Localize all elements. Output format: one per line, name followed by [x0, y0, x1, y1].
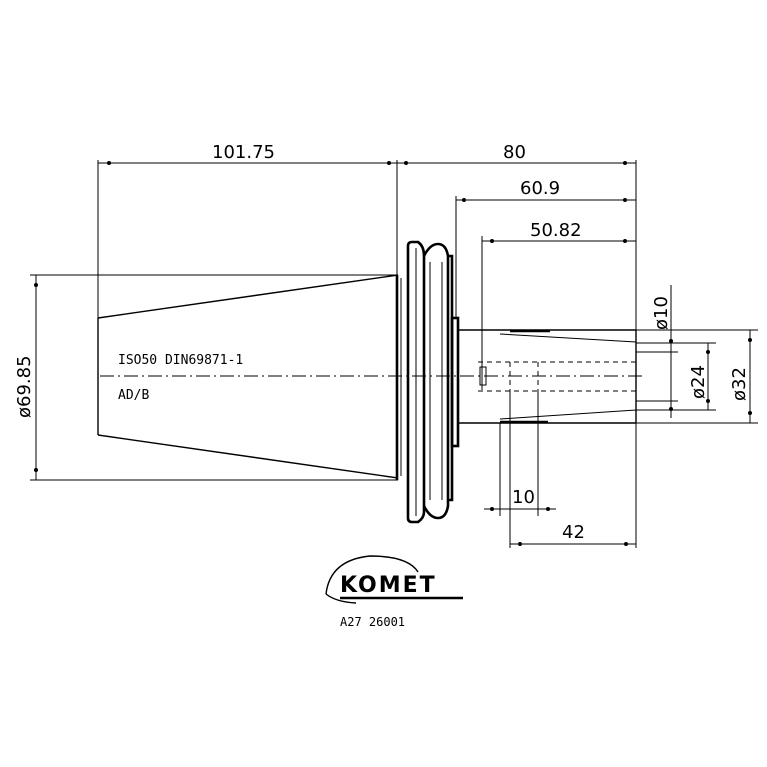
komet-logo: KOMET A27 26001 — [325, 555, 463, 629]
dim-label-bore-len: 42 — [562, 522, 585, 543]
note-form: AD/B — [118, 388, 149, 403]
logo-brand: KOMET — [340, 573, 437, 598]
dim-short-len: 10 — [484, 391, 556, 516]
dim-to-shoulder: 60.9 — [455, 178, 636, 318]
dim-bore-mid: ø24 — [636, 342, 716, 411]
dim-bore-len: 42 — [509, 391, 637, 548]
dim-label-bore-mid: ø24 — [688, 365, 709, 399]
dim-to-face: 50.82 — [481, 220, 636, 390]
dim-overall-right: 80 — [397, 142, 637, 330]
dim-label-short-len: 10 — [512, 487, 535, 508]
dim-overall-left: 101.75 — [97, 142, 398, 318]
dim-flange-dia: ø69.85 — [14, 274, 398, 481]
note-standard: ISO50 DIN69871-1 — [118, 353, 243, 368]
logo-part-number: A27 26001 — [340, 615, 405, 629]
dim-shank-dia: ø32 — [636, 329, 758, 424]
dim-label-flange-dia: ø69.85 — [14, 355, 35, 418]
dim-label-shank-dia: ø32 — [729, 367, 750, 401]
taper-body — [97, 274, 402, 480]
dim-label-bore-small: ø10 — [651, 296, 672, 330]
dim-label-to-shoulder: 60.9 — [520, 178, 560, 199]
dim-label-overall-right: 80 — [503, 142, 526, 163]
dim-bore-small: ø10 — [636, 285, 678, 418]
dim-label-to-face: 50.82 — [530, 220, 582, 241]
dim-label-overall-left: 101.75 — [212, 142, 275, 163]
collar — [450, 316, 460, 448]
flange — [406, 240, 454, 524]
